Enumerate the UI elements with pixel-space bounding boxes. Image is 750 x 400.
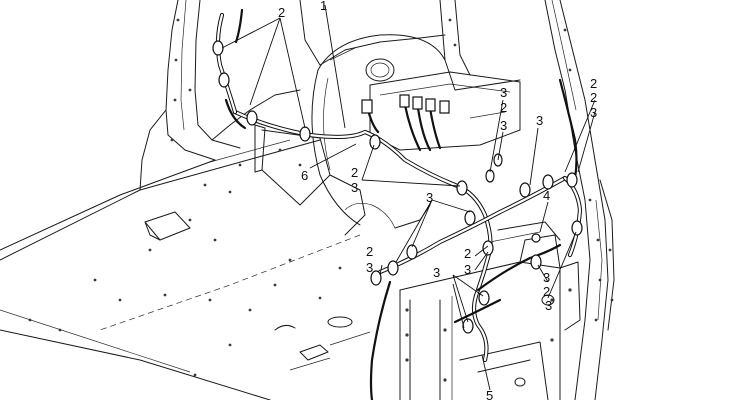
descending-harness — [453, 243, 562, 363]
callout-6: 6 — [301, 168, 308, 183]
cab-floor — [0, 159, 371, 400]
cab-structure — [139, 0, 615, 400]
callout-3-mid: 3 — [351, 180, 358, 195]
callout-3-bracket-low: 3 — [545, 298, 552, 313]
callout-3-console-top: 3 — [500, 85, 507, 100]
callout-3-lower: 3 — [464, 262, 471, 277]
rivet-dots — [28, 18, 614, 377]
callout-3-bracket: 3 — [543, 270, 550, 285]
callout-2-bracket: 2 — [543, 284, 550, 299]
callout-2-left: 2 — [366, 244, 373, 259]
callout-3-upper-right: 3 — [536, 113, 543, 128]
console-wires — [361, 94, 450, 152]
callout-3-console: 3 — [500, 118, 507, 133]
harness-clips — [212, 40, 583, 334]
callout-3-right: 3 — [590, 105, 597, 120]
callout-3-left: 3 — [366, 260, 373, 275]
callout-2-top: 2 — [278, 5, 285, 20]
callout-4: 4 — [543, 188, 550, 203]
left-pillar-harness — [215, 8, 247, 130]
floor-harness — [369, 280, 392, 400]
callout-2-mid: 2 — [351, 165, 358, 180]
callout-3-frame: 3 — [433, 265, 440, 280]
callout-3-centre: 3 — [426, 190, 433, 205]
callout-2-console: 2 — [500, 100, 507, 115]
callout-1: 1 — [320, 0, 327, 13]
callout-labels: 1 2 3 2 3 3 2 6 2 3 3 2 3 4 2 3 2 3 3 2 … — [278, 0, 597, 400]
callout-2-right-top: 2 — [590, 76, 597, 91]
callout-2-lower: 2 — [464, 246, 471, 261]
callout-5: 5 — [486, 388, 493, 400]
callout-2-right: 2 — [590, 90, 597, 105]
leader-lines — [221, 4, 596, 391]
